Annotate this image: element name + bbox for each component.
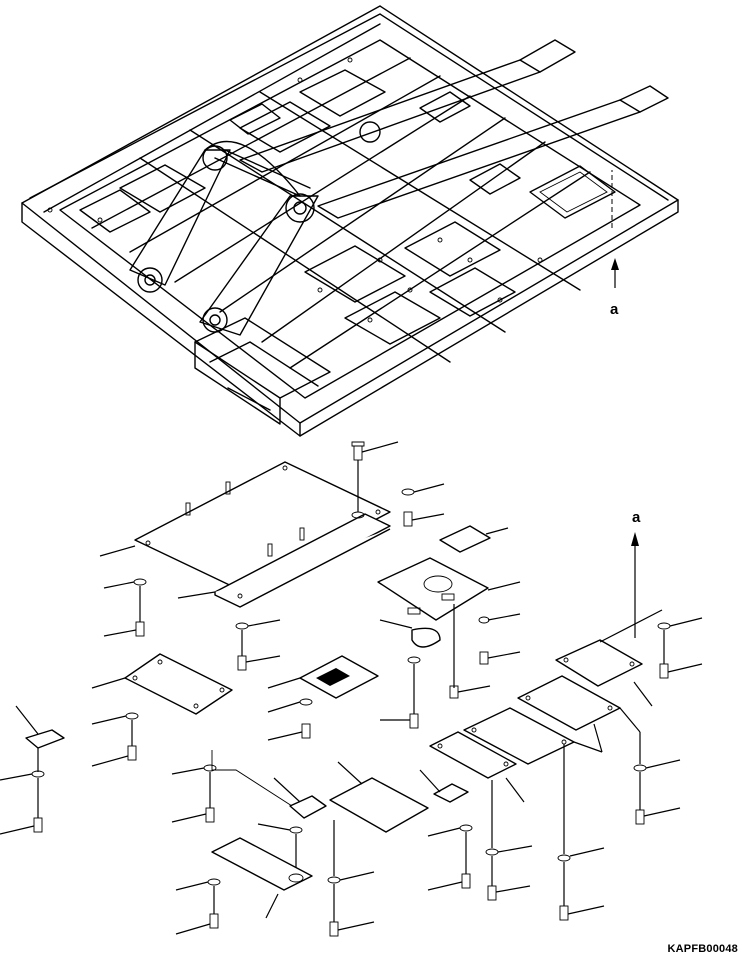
view-marker-top: a bbox=[610, 301, 619, 318]
view-arrow-bottom: a bbox=[631, 509, 641, 638]
grated-cover bbox=[267, 655, 421, 741]
left-fasteners bbox=[103, 578, 281, 671]
small-covers-center bbox=[171, 750, 327, 935]
square-cover-left bbox=[91, 653, 233, 767]
view-marker-bottom: a bbox=[632, 509, 641, 526]
small-cap-left bbox=[0, 705, 65, 835]
part-code-label: KAPFB00048 bbox=[667, 943, 738, 955]
square-cover-middle bbox=[327, 761, 429, 937]
long-cover-2 bbox=[177, 513, 391, 608]
bolt-stack-top bbox=[351, 441, 445, 527]
long-cover-1 bbox=[99, 461, 391, 591]
revolving-frame: a bbox=[21, 5, 679, 437]
right-covers bbox=[419, 609, 703, 921]
round-opening-cover bbox=[377, 525, 521, 699]
